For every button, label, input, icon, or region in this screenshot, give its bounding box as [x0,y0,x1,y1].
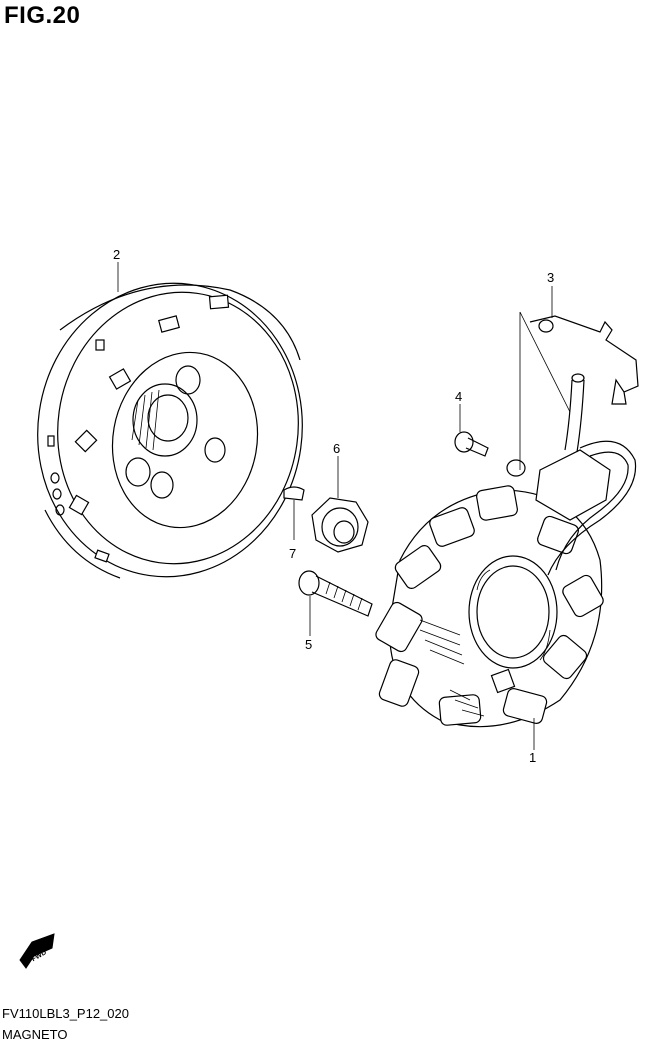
flywheel-rotor-part[interactable] [19,266,321,594]
callout-7-label: 7 [289,546,296,561]
callout-3-label: 3 [547,270,554,285]
lead-wire-clamp-part[interactable] [529,315,639,405]
callout-6-label: 6 [333,441,340,456]
fwd-arrow-icon: FWD [19,933,55,969]
woodruff-key-part[interactable] [283,486,305,501]
bracket-screw-part[interactable] [454,431,489,457]
flywheel-nut-part[interactable] [311,497,369,553]
diagram-name: MAGNETO [2,1027,68,1042]
callout-5-label: 5 [305,637,312,652]
stator-bolt-part[interactable] [298,570,373,617]
figure-title: FIG.20 [4,2,81,29]
callout-1-label: 1 [529,750,536,765]
callout-4-label: 4 [455,389,462,404]
diagram-code: FV110LBL3_P12_020 [2,1006,129,1021]
stator-coil-part[interactable] [374,373,637,728]
callout-2-label: 2 [113,247,120,262]
